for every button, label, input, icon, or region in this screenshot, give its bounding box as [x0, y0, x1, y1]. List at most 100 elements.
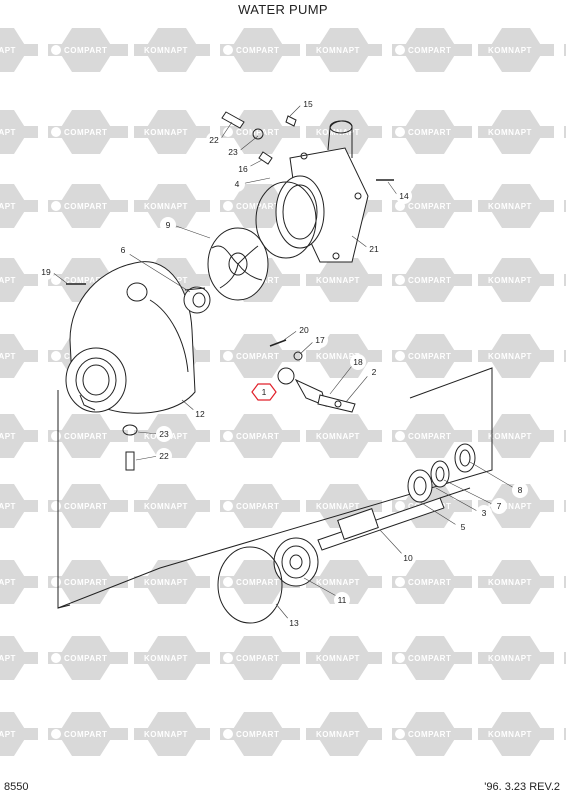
callout-label: 6: [121, 245, 126, 255]
svg-text:COMPART: COMPART: [64, 730, 107, 739]
callout[interactable]: 14: [396, 188, 412, 204]
svg-text:KOMNAPT: KOMNAPT: [144, 654, 188, 663]
leader-lines: [51, 103, 515, 622]
callout[interactable]: 10: [400, 550, 416, 566]
callout[interactable]: 18: [350, 354, 366, 370]
callout-label: 3: [482, 508, 487, 518]
callout-label: 1: [262, 387, 267, 397]
svg-text:COMPART: COMPART: [408, 276, 451, 285]
svg-text:KOMNAPT: KOMNAPT: [0, 128, 16, 137]
callout-label: 16: [238, 164, 248, 174]
fasteners: [66, 111, 394, 471]
bearing-set: [407, 443, 476, 503]
svg-text:KOMNAPT: KOMNAPT: [144, 730, 188, 739]
svg-text:COMPART: COMPART: [64, 128, 107, 137]
callout[interactable]: 20: [296, 322, 312, 338]
svg-text:KOMNAPT: KOMNAPT: [0, 202, 16, 211]
callout[interactable]: 16: [235, 161, 251, 177]
callout-label: 2: [372, 367, 377, 377]
svg-text:KOMNAPT: KOMNAPT: [316, 276, 360, 285]
callout[interactable]: 6: [115, 242, 131, 258]
callout-label: 4: [235, 179, 240, 189]
svg-text:KOMNAPT: KOMNAPT: [488, 202, 532, 211]
svg-text:KOMNAPT: KOMNAPT: [488, 654, 532, 663]
watermark-tile: KOMNAPT COMPART: [306, 414, 472, 458]
callout-label: 13: [289, 618, 299, 628]
svg-text:KOMNAPT: KOMNAPT: [488, 730, 532, 739]
callout-label: 22: [159, 451, 169, 461]
callout-label: 23: [228, 147, 238, 157]
callout[interactable]: 23: [156, 426, 172, 442]
svg-text:KOMNAPT: KOMNAPT: [0, 46, 16, 55]
callout[interactable]: 12: [192, 406, 208, 422]
date-revision: '96. 3.23 REV.2: [484, 781, 560, 793]
callout-label: 11: [338, 595, 347, 605]
svg-text:COMPART: COMPART: [236, 352, 279, 361]
svg-text:COMPART: COMPART: [236, 502, 279, 511]
svg-text:KOMNAPT: KOMNAPT: [0, 276, 16, 285]
svg-text:COMPART: COMPART: [64, 578, 107, 587]
callout-label: 5: [461, 522, 466, 532]
callout[interactable]: 8: [512, 482, 528, 498]
watermark-tile: KOMNAPT COMPART: [306, 258, 472, 302]
callout[interactable]: 22: [156, 448, 172, 464]
svg-text:COMPART: COMPART: [408, 202, 451, 211]
callout-label: 19: [41, 267, 51, 277]
o-ring-large: [255, 181, 317, 259]
callout[interactable]: 17: [312, 332, 328, 348]
impeller: [207, 227, 269, 301]
svg-text:KOMNAPT: KOMNAPT: [316, 730, 360, 739]
callout[interactable]: 5: [455, 519, 471, 535]
svg-text:KOMNAPT: KOMNAPT: [0, 654, 16, 663]
callout[interactable]: 11: [334, 592, 350, 608]
callout[interactable]: 2: [366, 364, 382, 380]
callout[interactable]: 13: [286, 615, 302, 631]
callout-label: 14: [399, 191, 409, 201]
callout-layer: 1522231641492161920171821122322873510111…: [38, 96, 528, 631]
page-title: WATER PUMP: [238, 2, 328, 17]
svg-text:COMPART: COMPART: [408, 432, 451, 441]
svg-text:KOMNAPT: KOMNAPT: [316, 46, 360, 55]
svg-text:COMPART: COMPART: [236, 432, 279, 441]
callout-label: 22: [209, 135, 219, 145]
svg-text:KOMNAPT: KOMNAPT: [488, 432, 532, 441]
callout[interactable]: 4: [229, 176, 245, 192]
svg-text:KOMNAPT: KOMNAPT: [488, 46, 532, 55]
svg-text:COMPART: COMPART: [408, 128, 451, 137]
drive-gear: [273, 537, 319, 587]
svg-text:KOMNAPT: KOMNAPT: [316, 502, 360, 511]
svg-text:KOMNAPT: KOMNAPT: [316, 654, 360, 663]
callout-label: 23: [159, 429, 169, 439]
callout[interactable]: 15: [300, 96, 316, 112]
svg-text:KOMNAPT: KOMNAPT: [0, 352, 16, 361]
svg-text:KOMNAPT: KOMNAPT: [0, 578, 16, 587]
callout[interactable]: 3: [476, 505, 492, 521]
svg-text:KOMNAPT: KOMNAPT: [316, 432, 360, 441]
outlet-elbow: [277, 367, 356, 413]
callout-highlighted[interactable]: 1: [251, 383, 277, 401]
callout[interactable]: 21: [366, 241, 382, 257]
svg-text:COMPART: COMPART: [64, 202, 107, 211]
callout[interactable]: 19: [38, 264, 54, 280]
callout[interactable]: 7: [491, 498, 507, 514]
callout[interactable]: 9: [160, 217, 176, 233]
pump-body: [275, 120, 369, 263]
svg-text:COMPART: COMPART: [64, 654, 107, 663]
callout[interactable]: 22: [206, 132, 222, 148]
callout[interactable]: 23: [225, 144, 241, 160]
